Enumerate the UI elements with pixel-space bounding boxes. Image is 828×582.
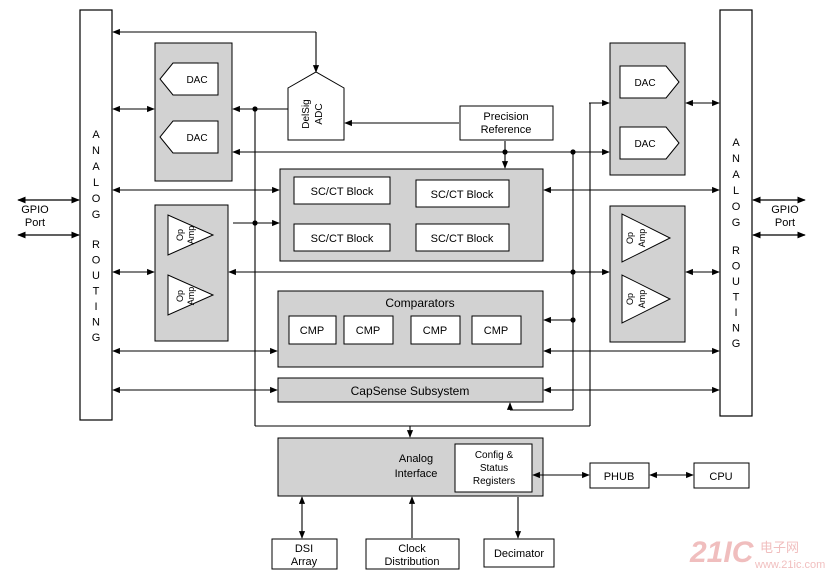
sc-ct-panel: SC/CT Block SC/CT Block SC/CT Block SC/C… <box>279 168 544 262</box>
dac-right-2-label: DAC <box>634 139 655 150</box>
delsig-adc: DelSig ADC <box>287 71 345 141</box>
gpio-left-line2: Port <box>25 217 45 229</box>
routing-left-bottom-letter: R <box>92 239 100 251</box>
opamp-left-2-op: Op <box>175 290 185 302</box>
config-status-line1: Config & <box>475 450 514 461</box>
gpio-right-line2: Port <box>775 217 795 229</box>
routing-right-bottom-letter: R <box>732 245 740 257</box>
clock-distribution-box: Clock Distribution <box>365 538 460 570</box>
capsense-subsystem: CapSense Subsystem <box>277 377 544 403</box>
watermark-chinese: 电子网 <box>760 540 799 555</box>
cmp-2: CMP <box>356 325 380 337</box>
decimator-label: Decimator <box>494 548 544 560</box>
gpio-right-line1: GPIO <box>771 204 799 216</box>
routing-right-bottom-letter: O <box>732 261 741 273</box>
opamp-panel-right: Op Amp Op Amp <box>609 205 686 343</box>
decimator-box: Decimator <box>483 538 555 568</box>
connections <box>112 28 720 539</box>
phub-label: PHUB <box>604 471 635 483</box>
clock-line2: Distribution <box>384 556 439 568</box>
dsi-array-box: DSI Array <box>271 538 338 570</box>
routing-left-bottom-letter: O <box>92 255 101 267</box>
analog-interface-line2: Interface <box>395 468 438 480</box>
routing-left-bottom-letter: G <box>92 332 101 344</box>
cpu-label: CPU <box>709 471 732 483</box>
routing-left-bottom-letter: I <box>94 301 97 313</box>
precision-reference-line2: Reference <box>481 124 532 136</box>
watermark-url: www.21ic.com <box>754 559 825 571</box>
watermark-logo: 21IC 电子网 www.21ic.com <box>689 536 825 571</box>
dsi-line2: Array <box>291 556 318 568</box>
delsig-label: DelSig <box>301 99 312 128</box>
dsi-line1: DSI <box>295 543 313 555</box>
opamp-right-1-amp: Amp <box>637 229 647 248</box>
adc-label: ADC <box>314 103 325 124</box>
routing-right-top-letter: A <box>732 169 740 181</box>
cmp-3: CMP <box>423 325 447 337</box>
gpio-port-left: GPIO Port <box>17 196 80 239</box>
routing-left-bottom-letter: N <box>92 317 100 329</box>
routing-left-bottom-letter: T <box>93 286 100 298</box>
gpio-port-right: GPIO Port <box>752 196 806 239</box>
capsense-label: CapSense Subsystem <box>351 384 470 398</box>
config-status-line3: Registers <box>473 476 515 487</box>
dac-left-2-label: DAC <box>186 133 207 144</box>
comparators-title: Comparators <box>385 296 454 310</box>
routing-left-top-letter: N <box>92 145 100 157</box>
comparators-panel: Comparators CMP CMP CMP CMP <box>277 290 544 368</box>
routing-right-top-letter: G <box>732 217 741 229</box>
junction-dots <box>252 106 576 323</box>
routing-right-top-letter: A <box>732 137 740 149</box>
opamp-left-1-amp: Amp <box>186 226 196 245</box>
opamp-right-2-amp: Amp <box>637 290 647 309</box>
opamp-left-2-amp: Amp <box>186 287 196 306</box>
dac-right-1-label: DAC <box>634 78 655 89</box>
cmp-1: CMP <box>300 325 324 337</box>
sc-ct-block-3: SC/CT Block <box>311 233 374 245</box>
cpu-box: CPU <box>693 462 750 489</box>
phub-box: PHUB <box>589 462 650 489</box>
sc-ct-block-1: SC/CT Block <box>311 186 374 198</box>
routing-right-top-letter: O <box>732 201 741 213</box>
watermark-brand: 21IC <box>689 536 755 569</box>
analog-interface: Analog Interface Config & Status Registe… <box>277 437 544 497</box>
routing-right-top-letter: N <box>732 153 740 165</box>
dac-panel-right: DAC DAC <box>609 42 686 176</box>
cmp-4: CMP <box>484 325 508 337</box>
analog-interface-line1: Analog <box>399 453 433 465</box>
dac-panel-left: DAC DAC <box>154 42 233 182</box>
clock-line1: Clock <box>398 543 426 555</box>
routing-left-top-letter: A <box>92 129 100 141</box>
dac-left-1-label: DAC <box>186 75 207 86</box>
sc-ct-block-4: SC/CT Block <box>431 233 494 245</box>
opamp-left-1-op: Op <box>175 229 185 241</box>
precision-reference-line1: Precision <box>483 111 528 123</box>
routing-left-top-letter: A <box>92 161 100 173</box>
sc-ct-block-2: SC/CT Block <box>431 189 494 201</box>
routing-left-bottom-letter: U <box>92 270 100 282</box>
gpio-left-line1: GPIO <box>21 204 49 216</box>
routing-left-top-letter: L <box>93 177 99 189</box>
routing-left-top-letter: G <box>92 209 101 221</box>
routing-right-top-letter: L <box>733 185 739 197</box>
config-status-line2: Status <box>480 463 508 474</box>
precision-reference: Precision Reference <box>459 105 554 141</box>
routing-left-top-letter: O <box>92 193 101 205</box>
routing-right-bottom-letter: G <box>732 338 741 350</box>
routing-right-bottom-letter: N <box>732 323 740 335</box>
opamp-right-2-op: Op <box>625 293 635 305</box>
routing-right-bottom-letter: T <box>733 292 740 304</box>
routing-right-bottom-letter: I <box>734 307 737 319</box>
opamp-panel-left: Op Amp Op Amp <box>154 204 229 342</box>
routing-right-bottom-letter: U <box>732 276 740 288</box>
opamp-right-1-op: Op <box>625 232 635 244</box>
